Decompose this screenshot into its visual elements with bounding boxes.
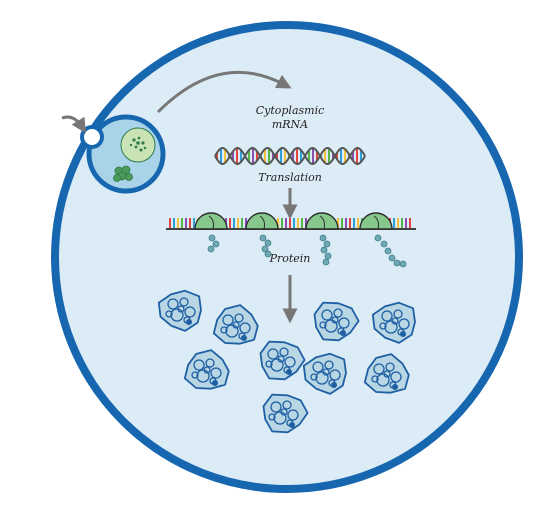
entry-arrow <box>61 115 86 134</box>
amino-acid <box>393 259 401 267</box>
protein <box>262 393 309 434</box>
protein-cluster <box>157 289 416 434</box>
ribosome <box>305 212 339 266</box>
ribosome <box>359 212 407 268</box>
amino-acid <box>208 234 216 242</box>
protein <box>313 301 360 342</box>
protein <box>363 353 410 394</box>
protein <box>259 340 306 381</box>
green-cluster <box>113 165 133 182</box>
amino-acid <box>207 245 215 253</box>
protein <box>371 301 416 344</box>
release-arrow <box>156 70 292 114</box>
protein <box>157 289 202 332</box>
label-translation: Translation <box>258 171 322 184</box>
amino-acid <box>380 240 388 248</box>
amino-acid <box>374 234 382 242</box>
amino-acid <box>399 260 407 268</box>
nucleus-contents <box>129 136 147 152</box>
amino-acid <box>319 234 327 242</box>
amino-acid <box>259 234 267 242</box>
mrna-strand <box>166 212 416 268</box>
amino-acid <box>264 239 272 247</box>
protein <box>183 349 230 390</box>
ribosome <box>245 212 279 258</box>
amino-acid <box>323 240 331 248</box>
amino-acid <box>261 245 269 253</box>
amino-acid <box>388 254 396 262</box>
amino-acid <box>320 246 328 254</box>
label-mrna: mRNA <box>272 118 308 131</box>
protein <box>212 304 259 345</box>
amino-acid <box>322 258 330 266</box>
nucleus <box>120 127 156 163</box>
label-protein: Protein <box>269 252 311 265</box>
amino-acid <box>212 240 220 248</box>
amino-acid <box>264 250 272 258</box>
amino-acid <box>324 252 332 260</box>
ribosome <box>194 212 228 253</box>
amino-acid <box>384 247 392 255</box>
helix-backbone <box>214 147 366 165</box>
mrna-helix <box>214 147 366 165</box>
vesicle-notch <box>80 125 104 149</box>
label-cytoplasmic: Cytoplasmic <box>256 104 325 117</box>
vesicle <box>80 114 166 194</box>
protein <box>302 352 347 395</box>
